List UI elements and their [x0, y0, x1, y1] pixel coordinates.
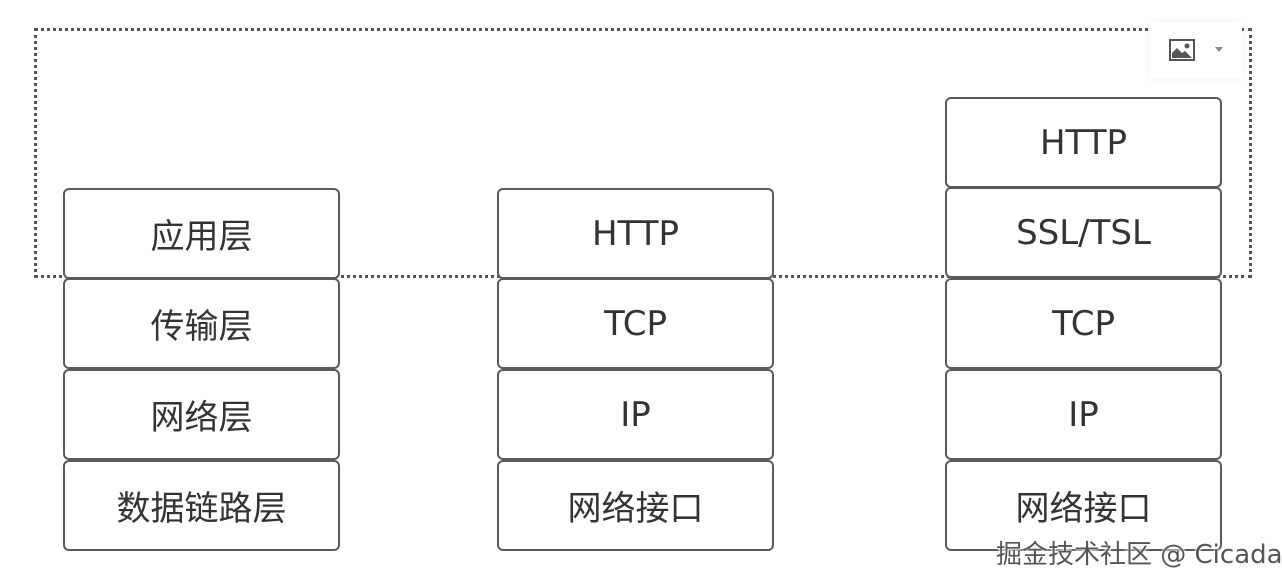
- layer-box: HTTP: [497, 188, 774, 279]
- layer-label: 网络接口: [567, 489, 704, 529]
- layer-label: 应用层: [150, 217, 253, 257]
- layer-box: IP: [497, 369, 774, 460]
- layer-box: 网络接口: [945, 460, 1222, 551]
- layer-box: 传输层: [63, 278, 340, 369]
- image-toolbar[interactable]: [1150, 22, 1242, 78]
- layer-label: TCP: [603, 303, 668, 344]
- watermark: 掘金技术社区 @ Cicada: [996, 540, 1282, 570]
- layer-label: 数据链路层: [116, 489, 287, 529]
- layer-label: 网络层: [150, 398, 253, 438]
- layer-box: SSL/TSL: [945, 187, 1222, 278]
- chevron-down-icon[interactable]: [1215, 47, 1223, 53]
- layer-box: 数据链路层: [63, 460, 340, 551]
- image-icon[interactable]: [1169, 39, 1195, 61]
- layer-label: 传输层: [150, 307, 253, 347]
- layer-box: TCP: [945, 278, 1222, 369]
- layer-label: 网络接口: [1015, 489, 1152, 529]
- layer-box: IP: [945, 369, 1222, 460]
- layer-box: HTTP: [945, 97, 1222, 188]
- layer-label: TCP: [1051, 303, 1116, 344]
- layer-box: 网络接口: [497, 460, 774, 551]
- layer-label: HTTP: [591, 213, 679, 254]
- layer-label: SSL/TSL: [1016, 212, 1151, 253]
- layer-box: TCP: [497, 278, 774, 369]
- layer-box: 网络层: [63, 369, 340, 460]
- layer-label: IP: [620, 394, 651, 435]
- layer-box: 应用层: [63, 188, 340, 279]
- layer-label: HTTP: [1039, 122, 1127, 163]
- layer-label: IP: [1068, 394, 1099, 435]
